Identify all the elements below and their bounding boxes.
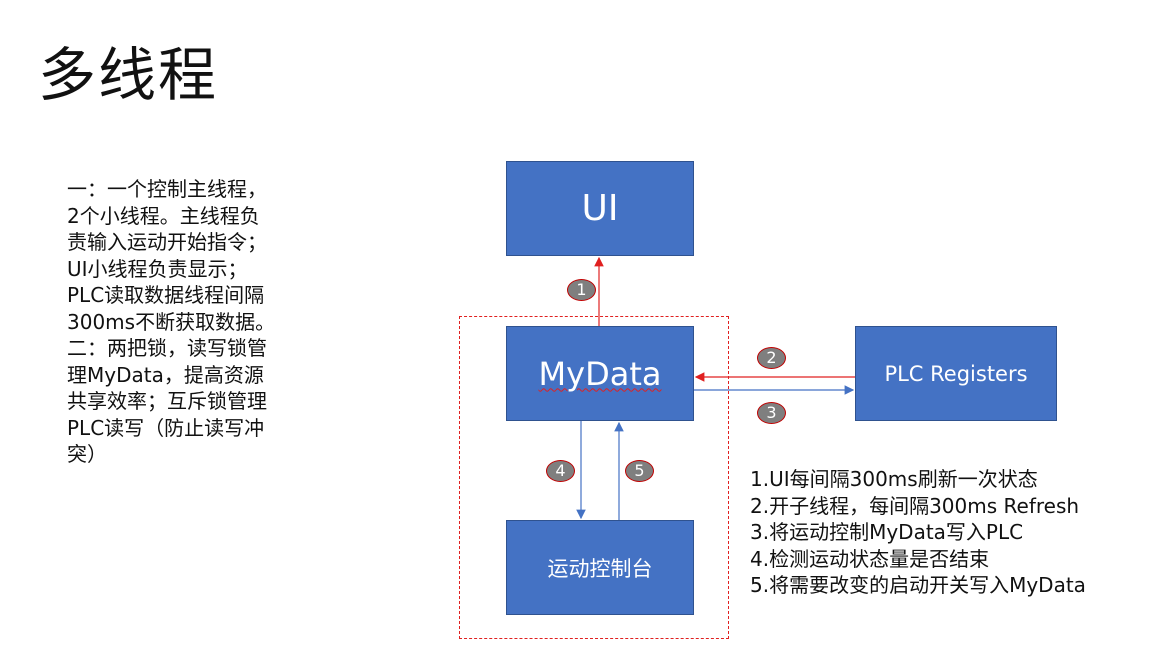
step-item: 5.将需要改变的启动开关写入MyData (750, 573, 1086, 597)
step-item: 3.将运动控制MyData写入PLC (750, 520, 1024, 544)
description-line: PLC读取数据线程间隔 (67, 283, 265, 307)
step-badge-2: 2 (757, 347, 786, 369)
thread-group-boundary (459, 316, 729, 639)
step-badge-1: 1 (567, 279, 596, 301)
step-badge-4: 4 (546, 460, 575, 482)
step-item: 4.检测运动状态量是否结束 (750, 546, 990, 571)
motion-console-box: 运动控制台 (506, 520, 694, 615)
description-line: 一：一个控制主线程， (67, 177, 267, 201)
step-list: 1.UI每间隔300ms刷新一次状态 2.开子线程，每间隔300ms Refre… (750, 466, 1086, 599)
description-line: 共享效率；互斥锁管理 (67, 389, 267, 413)
plc-registers-box: PLC Registers (855, 326, 1057, 421)
description-line: 责输入运动开始指令； (67, 230, 267, 254)
description-line: 突） (67, 442, 107, 466)
step-badge-3: 3 (757, 402, 786, 424)
description-line: 理MyData，提高资源 (67, 362, 264, 387)
mydata-box: MyData (506, 326, 694, 421)
description-text: 一：一个控制主线程， 2个小线程。主线程负 责输入运动开始指令； UI小线程负责… (67, 176, 317, 468)
step-item: 1.UI每间隔300ms刷新一次状态 (750, 467, 1038, 491)
description-line: 二：两把锁，读写锁管 (67, 336, 267, 360)
step-badge-5: 5 (625, 460, 654, 482)
page-title: 多线程 (38, 41, 219, 109)
description-line: 300ms不断获取数据。 (67, 309, 276, 334)
description-line: UI小线程负责显示； (67, 256, 248, 281)
description-line: 2个小线程。主线程负 (67, 203, 260, 228)
description-line: PLC读写（防止读写冲 (67, 415, 265, 440)
step-item: 2.开子线程，每间隔300ms Refresh (750, 493, 1080, 518)
ui-box: UI (506, 161, 694, 256)
mydata-label: MyData (538, 354, 662, 393)
